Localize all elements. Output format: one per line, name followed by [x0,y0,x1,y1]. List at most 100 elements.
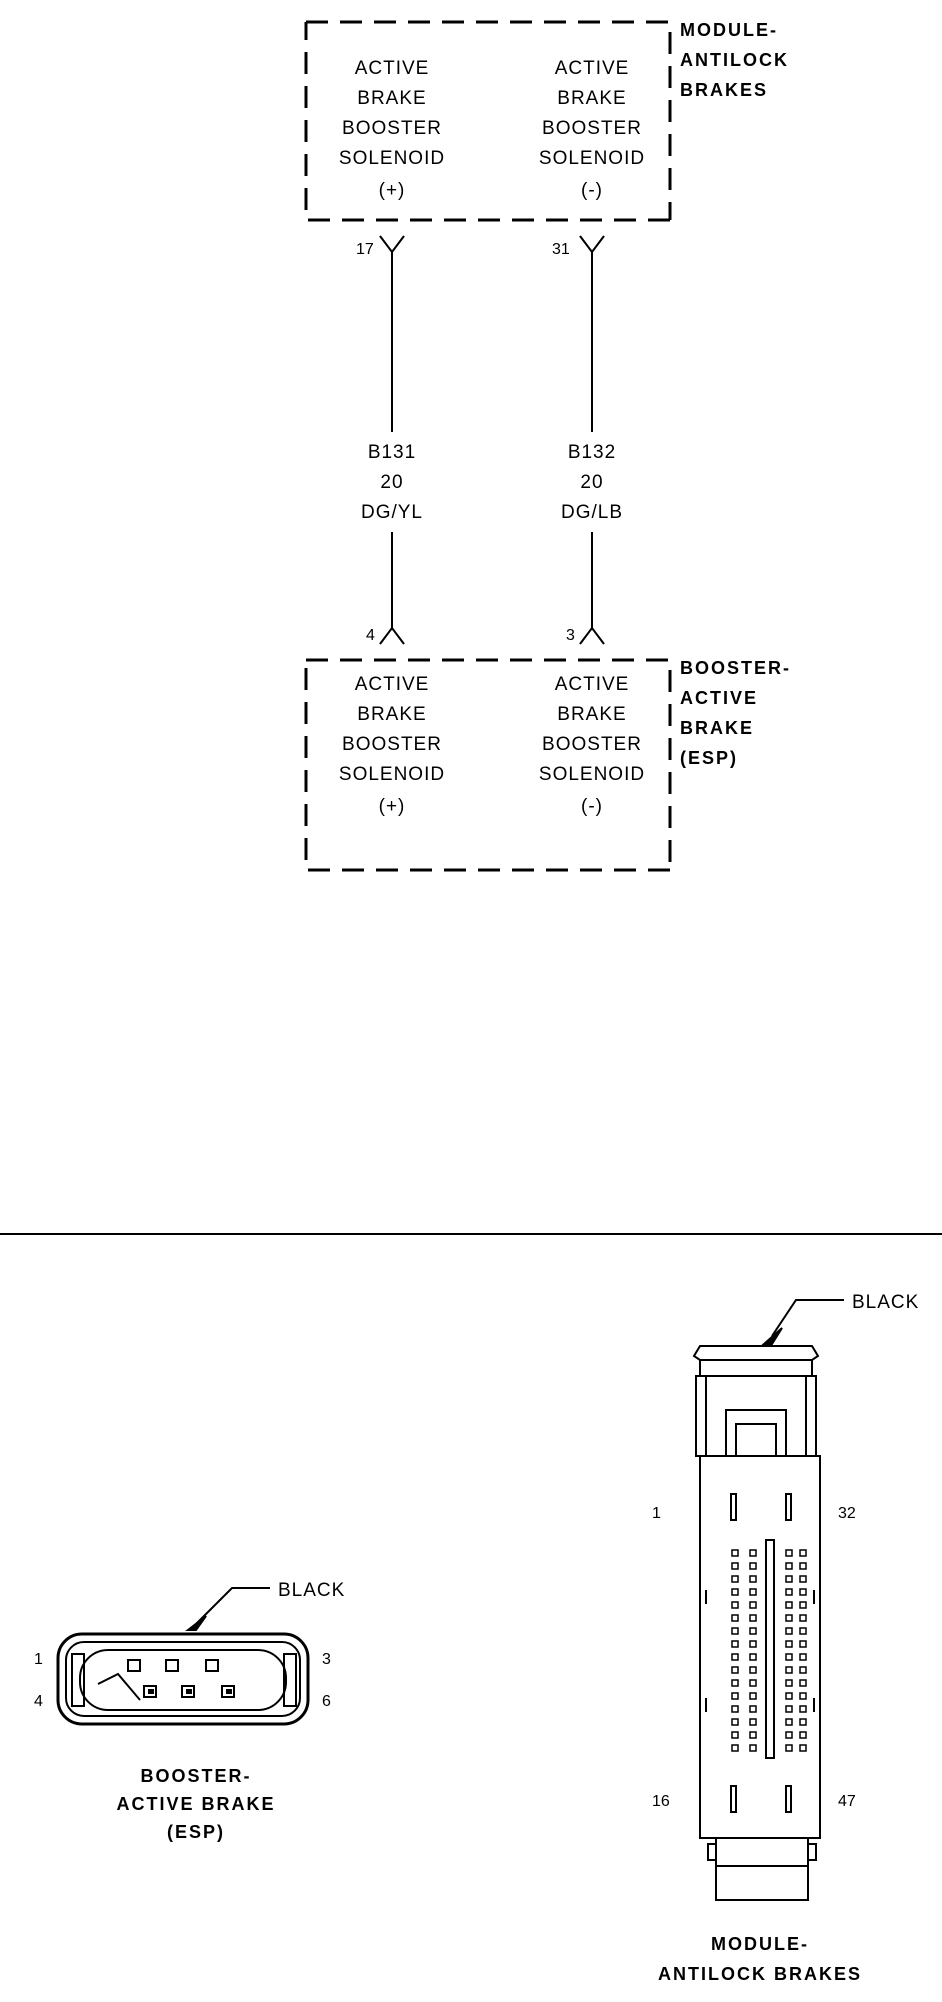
abs-cavity [785,1627,793,1635]
module-antilock-brakes-title: MODULE- ANTILOCK BRAKES [680,20,789,100]
title-line-2: ANTILOCK [680,50,789,70]
abs-cavity [799,1718,807,1726]
abs-cavity [731,1705,739,1713]
abs-cavity [785,1705,793,1713]
bottom-right-circuit-label: ACTIVE BRAKE BOOSTER SOLENOID (-) [539,674,644,817]
circuit-line: BRAKE [357,88,426,109]
abs-cavity [731,1601,739,1609]
abs-cavity [731,1744,739,1752]
circuit-line: ACTIVE [355,58,430,79]
abs-cavity [799,1666,807,1674]
circuit-line: ACTIVE [355,674,430,695]
abs-pin-32: 32 [838,1505,856,1522]
abs-cavity [799,1614,807,1622]
abs-cavity [749,1666,757,1674]
abs-cavity [749,1575,757,1583]
abs-cavity [785,1679,793,1687]
abs-cavity [785,1718,793,1726]
caption-line: (ESP) [167,1822,225,1842]
booster-pin-6: 6 [322,1693,331,1710]
booster-pin-1: 1 [34,1651,43,1668]
caption-line: BOOSTER- [140,1766,251,1786]
abs-cavity [749,1653,757,1661]
title-line-1: BOOSTER- [680,658,791,678]
abs-pin-1: 1 [652,1505,661,1522]
abs-cavity [749,1640,757,1648]
abs-cavity [749,1562,757,1570]
circuit-line: ACTIVE [555,58,630,79]
abs-cavity [731,1588,739,1596]
abs-cavity [731,1575,739,1583]
booster-active-brake-box [304,658,672,872]
circuit-line: BRAKE [557,704,626,725]
circuit-line: SOLENOID [339,764,445,785]
abs-cavity [799,1679,807,1687]
top-left-circuit-label: ACTIVE BRAKE BOOSTER SOLENOID (+) [339,58,445,201]
circuit-line: (+) [379,796,406,817]
wire-b132-label: B132 20 DG/LB [561,442,622,523]
wire-label-line: B131 [368,442,416,463]
pin-3-label: 3 [566,627,575,644]
circuit-line: (+) [379,180,406,201]
abs-cavity [799,1744,807,1752]
abs-cavity [799,1627,807,1635]
circuit-line: SOLENOID [339,148,445,169]
abs-cavity [799,1705,807,1713]
caption-line: ANTILOCK BRAKES [658,1964,862,1984]
abs-cavity [799,1653,807,1661]
booster-active-brake-title: BOOSTER- ACTIVE BRAKE (ESP) [680,658,791,768]
abs-cavity [785,1666,793,1674]
abs-cavity [799,1549,807,1557]
abs-cavity [785,1601,793,1609]
abs-cavity [731,1562,739,1570]
abs-cavity [731,1653,739,1661]
abs-cavity [749,1601,757,1609]
title-line-1: MODULE- [680,20,778,40]
abs-cavity [749,1588,757,1596]
bottom-left-circuit-label: ACTIVE BRAKE BOOSTER SOLENOID (+) [339,674,445,817]
title-line-3: BRAKES [680,80,768,100]
booster-pin-4: 4 [34,1693,43,1710]
abs-cavity [731,1627,739,1635]
abs-cavity [799,1731,807,1739]
caption-line: ACTIVE BRAKE [116,1794,275,1814]
abs-cavity [731,1731,739,1739]
abs-cavity [749,1718,757,1726]
abs-cavity [799,1588,807,1596]
pin-31-label: 31 [552,241,570,258]
pin-3-terminal [579,532,605,645]
caption-line: MODULE- [711,1934,809,1954]
abs-cavity [799,1692,807,1700]
wire-label-line: B132 [568,442,616,463]
abs-cavity [785,1653,793,1661]
abs-cavity [749,1744,757,1752]
abs-pin-16: 16 [652,1793,670,1810]
abs-cavity [749,1731,757,1739]
abs-cavity [799,1601,807,1609]
abs-connector-caption: MODULE- ANTILOCK BRAKES [658,1934,862,1984]
circuit-line: (-) [581,180,603,201]
abs-cavity [785,1549,793,1557]
title-line-4: (ESP) [680,748,738,768]
abs-cavity [799,1575,807,1583]
circuit-line: BOOSTER [342,734,442,755]
abs-cavity [749,1692,757,1700]
abs-cavity [785,1588,793,1596]
circuit-line: BOOSTER [542,118,642,139]
abs-cavity [749,1627,757,1635]
abs-cavity [785,1614,793,1622]
wire-label-line: 20 [380,472,403,493]
circuit-line: BRAKE [357,704,426,725]
circuit-line: BOOSTER [342,118,442,139]
abs-cavity [785,1744,793,1752]
abs-cavity [785,1692,793,1700]
abs-cavity [731,1666,739,1674]
pin-4-terminal [379,532,405,645]
booster-connector-color-label: BLACK [278,1580,345,1601]
abs-cavity [799,1640,807,1648]
abs-cavity [731,1718,739,1726]
abs-connector: BLACK 1 32 16 47 MODULE- AN [652,1292,918,1984]
circuit-line: BOOSTER [542,734,642,755]
booster-connector-cavities [127,1659,235,1698]
